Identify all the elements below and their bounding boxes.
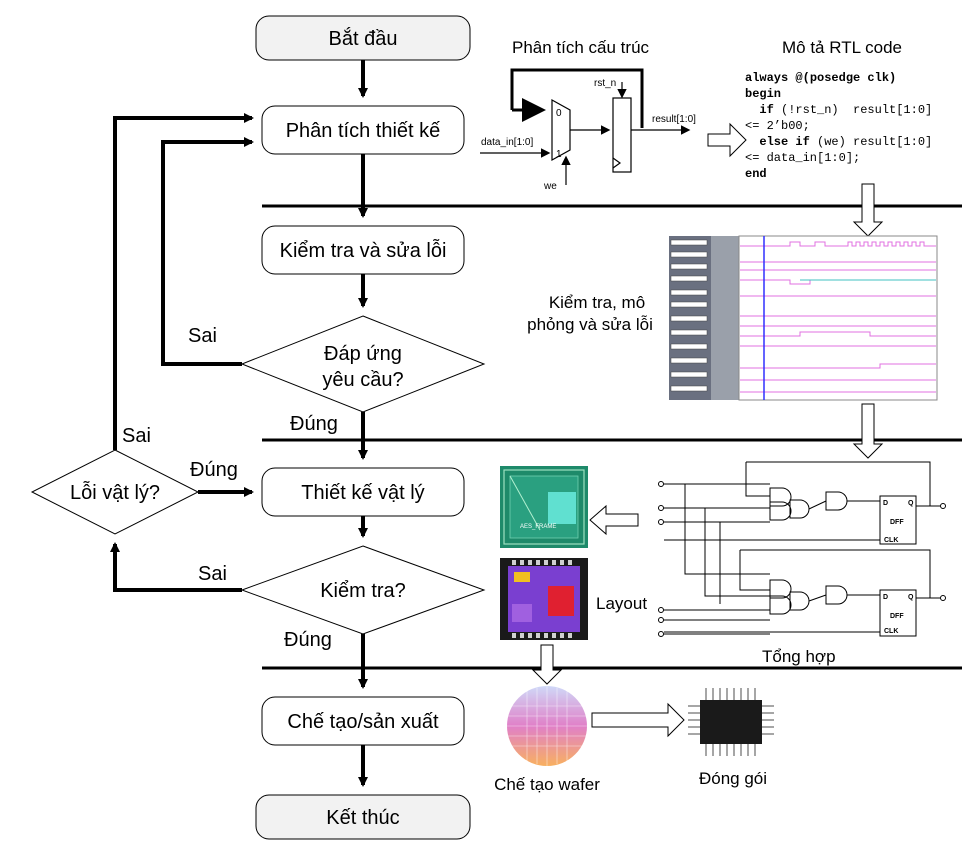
packaged-chip-image — [688, 688, 774, 756]
phys-error-label: Lỗi vật lý? — [70, 481, 160, 504]
meet-label-2: yêu cầu? — [322, 369, 403, 391]
mux-in0: 0 — [556, 108, 562, 119]
no-label-phys-error: Sai — [122, 425, 151, 447]
dff2-clk: CLK — [884, 628, 898, 635]
analyze-design-box: Phân tích thiết kế — [261, 105, 465, 155]
structure-title: Phân tích cấu trúc — [512, 38, 650, 57]
start-node: Bắt đầu — [255, 15, 471, 61]
sim-label-2: phỏng và sửa lỗi — [527, 315, 653, 334]
analyze-label: Phân tích thiết kế — [286, 120, 441, 142]
rtl-line2: begin — [745, 87, 782, 101]
rtl-line1: @(posedge clk) — [788, 71, 897, 85]
down-arrow-icon — [531, 644, 563, 685]
check-label: Kiểm tra? — [320, 580, 406, 602]
rst-label: rst_n — [594, 78, 616, 89]
chip-die-image: AES_FRAME — [500, 466, 588, 548]
data-in-label: data_in[1:0] — [481, 137, 533, 148]
mux-shape — [551, 98, 571, 162]
rtl-line3: (!rst_n) result[1:0] — [773, 103, 933, 117]
rtl-title: Mô tả RTL code — [782, 38, 902, 57]
down-arrow-icon — [852, 183, 884, 237]
fabrication-box: Chế tạo/sản xuất — [261, 696, 465, 746]
mux-in1: 1 — [556, 149, 562, 160]
rtl-keyword: always — [745, 71, 789, 85]
waveform-window — [669, 235, 938, 401]
physical-design-box: Thiết kế vật lý — [261, 467, 465, 517]
end-node: Kết thúc — [255, 794, 471, 840]
dff2-q: Q — [908, 594, 914, 601]
chip-label: AES_FRAME — [520, 524, 556, 530]
register-shape — [612, 97, 632, 173]
synthesis-schematic — [658, 461, 946, 637]
result-label: result[1:0] — [652, 114, 696, 125]
dff1-d: D — [883, 500, 888, 507]
right-arrow-icon — [591, 702, 685, 738]
hollow-arrows — [531, 122, 884, 738]
dff1-q: Q — [908, 500, 914, 507]
rtl-line4: <= 2’b00; — [745, 119, 810, 133]
no-label-meet: Sai — [188, 325, 217, 347]
we-label: we — [543, 181, 557, 192]
synthesis-label: Tổng hợp — [762, 647, 836, 666]
meet-label-1: Đáp ứng — [324, 343, 402, 365]
left-arrow-icon — [589, 504, 639, 536]
yes-label-meet: Đúng — [290, 413, 338, 435]
rtl-line6: <= data_in[1:0]; — [745, 151, 861, 165]
physical-error-decision: Lỗi vật lý? — [30, 449, 200, 535]
right-arrow-icon — [707, 122, 747, 158]
dff1-name: DFF — [890, 519, 904, 526]
dff-labels: D Q DFF CLK D Q DFF CLK — [883, 500, 914, 635]
rtl-keyword: else if — [745, 135, 810, 149]
dff-box-2 — [879, 589, 917, 637]
dff2-name: DFF — [890, 613, 904, 620]
down-arrow-icon — [852, 403, 884, 459]
physical-label: Thiết kế vật lý — [301, 482, 424, 504]
verify-label: Kiểm tra và sửa lỗi — [280, 239, 447, 262]
dff-box-1 — [879, 495, 917, 545]
start-label: Bắt đầu — [329, 27, 398, 50]
no-label-check: Sai — [198, 563, 227, 585]
verify-box: Kiểm tra và sửa lỗi — [261, 225, 465, 275]
flow-arrows — [110, 60, 368, 787]
check-decision: Kiểm tra? — [240, 545, 486, 635]
layout-label: Layout — [596, 594, 647, 613]
layout-image — [500, 558, 588, 640]
wafer-image — [507, 686, 587, 766]
yes-label-phys-error: Đúng — [190, 459, 238, 481]
rtl-code-block: always @(posedge clk) begin if (!rst_n) … — [745, 70, 960, 182]
rtl-line5: (we) result[1:0] — [809, 135, 933, 149]
structure-schematic — [480, 68, 691, 185]
end-label: Kết thúc — [326, 807, 399, 829]
wafer-label: Chế tạo wafer — [494, 775, 600, 794]
dff1-clk: CLK — [884, 537, 898, 544]
meet-requirements-decision: Đáp ứng yêu cầu? — [240, 315, 486, 413]
sim-label-1: Kiểm tra, mô — [549, 293, 645, 312]
package-label: Đóng gói — [699, 769, 767, 788]
dff2-d: D — [883, 594, 888, 601]
rtl-line7: end — [745, 167, 767, 181]
fab-label: Chế tạo/sản xuất — [287, 711, 439, 733]
rtl-keyword: if — [745, 103, 774, 117]
yes-label-check: Đúng — [284, 629, 332, 651]
